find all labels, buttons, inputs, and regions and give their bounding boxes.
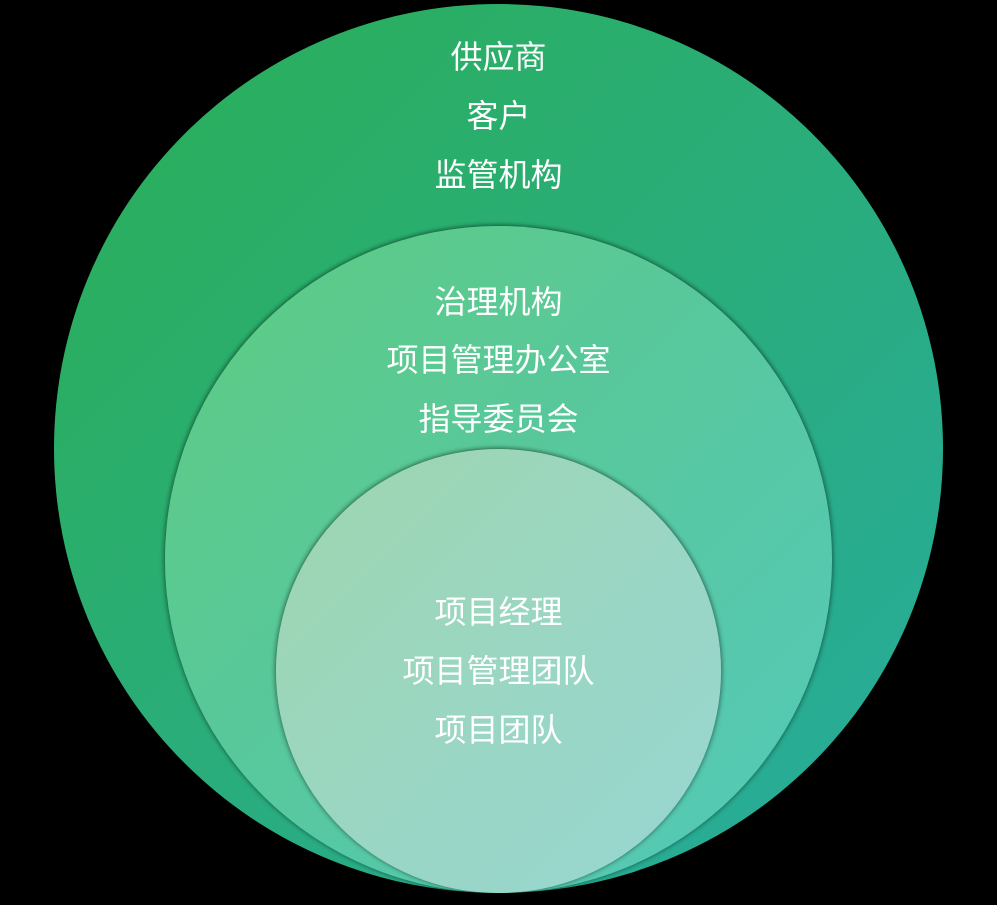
outer-label-customers: 客户 (466, 97, 531, 135)
middle-label-steering-committee: 指导委员会 (418, 400, 579, 438)
inner-label-project-team: 项目团队 (434, 711, 563, 749)
outer-label-regulators: 监管机构 (434, 156, 563, 194)
inner-label-pm-team: 项目管理团队 (402, 652, 595, 690)
inner-label-project-manager: 项目经理 (434, 593, 563, 631)
inner-circle (276, 449, 721, 893)
middle-label-governance: 治理机构 (434, 283, 563, 321)
middle-label-pmo: 项目管理办公室 (386, 341, 611, 379)
outer-label-suppliers: 供应商 (450, 38, 547, 76)
